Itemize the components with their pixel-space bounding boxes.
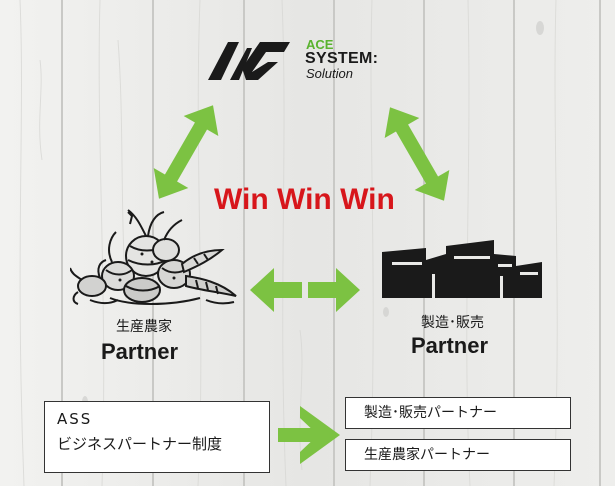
win-win-win-text: Win Win Win (214, 183, 395, 216)
maker-partner-box: 製造･販売パートナー (345, 397, 571, 429)
program-abbrev: ASS (57, 410, 93, 428)
program-name: ビジネスパートナー制度 (57, 435, 223, 453)
farmer-logo-double-arrow (153, 105, 219, 199)
maker-label: 製造･販売 (421, 315, 484, 331)
program-box: ASS ビジネスパートナー制度 (44, 401, 270, 473)
factory-icon (382, 240, 542, 298)
maker-partner-label: Partner (411, 333, 489, 358)
farmer-label: 生産農家 (116, 319, 172, 335)
ace-logo-icon (208, 42, 290, 80)
logo-system-text: SYSTEM: (305, 50, 379, 67)
program-to-partners-arrow (278, 406, 340, 464)
farmer-partner-label: Partner (101, 339, 179, 364)
farmer-partner-box-label: 生産農家パートナー (364, 447, 490, 463)
logo-maker-double-arrow (384, 107, 450, 201)
logo-ace-text: ACE (306, 37, 334, 52)
maker-partner-box-label: 製造･販売パートナー (364, 405, 497, 421)
farmer-partner-box: 生産農家パートナー (345, 439, 571, 471)
vegetables-icon (70, 209, 237, 305)
farmer-maker-double-arrow (250, 268, 360, 312)
logo-solution-text: Solution (306, 66, 353, 81)
